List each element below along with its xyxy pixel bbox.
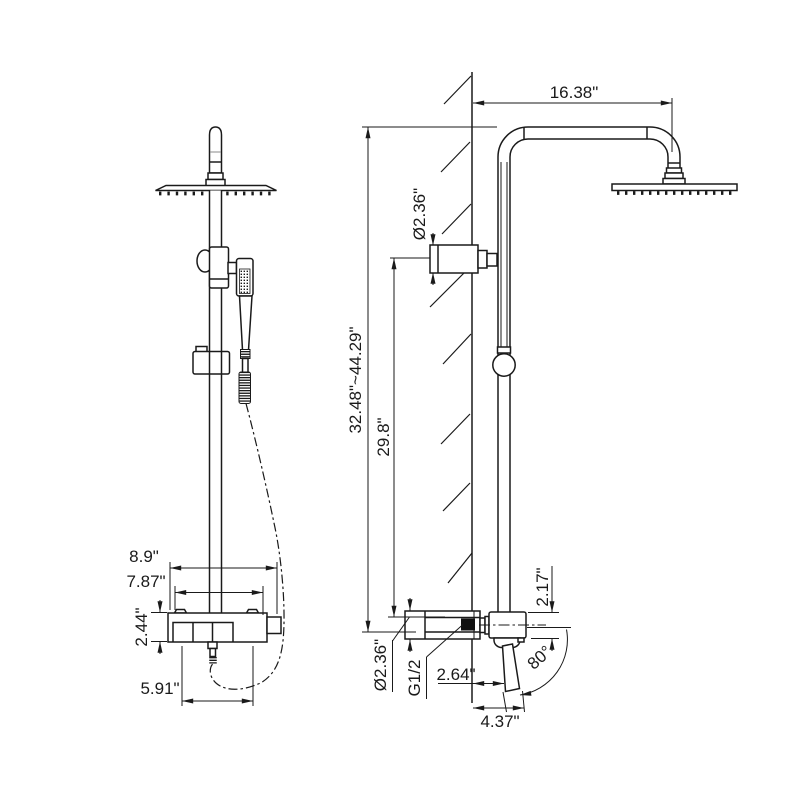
ball-joint bbox=[492, 353, 516, 377]
dim-bracket-dia: Ø2.36" bbox=[410, 188, 429, 240]
valve-handle bbox=[501, 643, 521, 693]
dim-outlet-span: 5.91" bbox=[140, 679, 179, 698]
dim-trim-width: 7.87" bbox=[126, 572, 165, 591]
bracket-neck bbox=[477, 249, 488, 269]
front-dimensions: 8.9" 7.87" 2.44" 5.91" bbox=[126, 547, 278, 706]
valve-front-trim bbox=[172, 621, 234, 642]
handshower-handle bbox=[238, 295, 253, 351]
leader-line bbox=[392, 616, 410, 642]
dim-valve-height: 2.44" bbox=[132, 607, 151, 646]
hose-curve bbox=[209, 403, 285, 690]
front-diverter-outlet bbox=[227, 261, 238, 275]
dim-spout-reach: 4.37" bbox=[480, 712, 519, 731]
head-ring bbox=[662, 177, 686, 185]
dim-riser-height: 29.8" bbox=[374, 417, 393, 456]
valve-side-step bbox=[517, 637, 525, 643]
front-head-connector bbox=[207, 172, 224, 181]
handshower-face bbox=[239, 268, 251, 294]
side-shower-plate bbox=[611, 183, 738, 192]
dim-thread: G1/2 bbox=[405, 660, 424, 697]
inlet-thread-nut bbox=[461, 618, 475, 631]
front-shower-plate bbox=[155, 184, 277, 192]
bracket-clamp bbox=[486, 252, 498, 267]
front-diverter-body bbox=[208, 246, 230, 289]
side-dimensions: 16.38" Ø2.36" 32.48"~44.29" 29.8" 2.17" … bbox=[346, 83, 673, 731]
dim-handle-angle: 80° bbox=[524, 642, 556, 673]
dim-inlet-dia: Ø2.36" bbox=[371, 639, 390, 691]
slider-bracket bbox=[192, 350, 231, 375]
handshower-hose-nut bbox=[240, 349, 251, 359]
side-arm-inner bbox=[509, 138, 669, 168]
angle-arc bbox=[519, 629, 568, 696]
front-riser-fill bbox=[209, 190, 222, 613]
valve-front-body bbox=[167, 612, 268, 643]
leader-line bbox=[426, 624, 464, 658]
dim-overall-width: 8.9" bbox=[129, 547, 159, 566]
valve-side-cap bbox=[266, 616, 282, 635]
valve-outlet bbox=[207, 641, 218, 650]
front-view bbox=[155, 126, 285, 690]
dim-arm-reach: 16.38" bbox=[550, 83, 599, 102]
hose-coil bbox=[238, 371, 251, 404]
front-arm-tip bbox=[208, 126, 223, 174]
side-view bbox=[404, 72, 738, 713]
handle-ext-line bbox=[502, 691, 507, 713]
wall-hatching bbox=[429, 75, 473, 584]
valve-outlet-stem bbox=[209, 647, 217, 658]
dim-valve-height-side: 2.17" bbox=[533, 567, 552, 606]
dim-handle-offset: 2.64" bbox=[436, 665, 475, 684]
ball-joint-tab bbox=[496, 346, 512, 354]
wall-bracket bbox=[429, 244, 479, 274]
head-ring bbox=[664, 172, 684, 180]
side-arm-outer bbox=[497, 126, 681, 168]
dim-height-range: 32.48"~44.29" bbox=[346, 326, 365, 433]
handshower-hose-top bbox=[241, 357, 249, 374]
